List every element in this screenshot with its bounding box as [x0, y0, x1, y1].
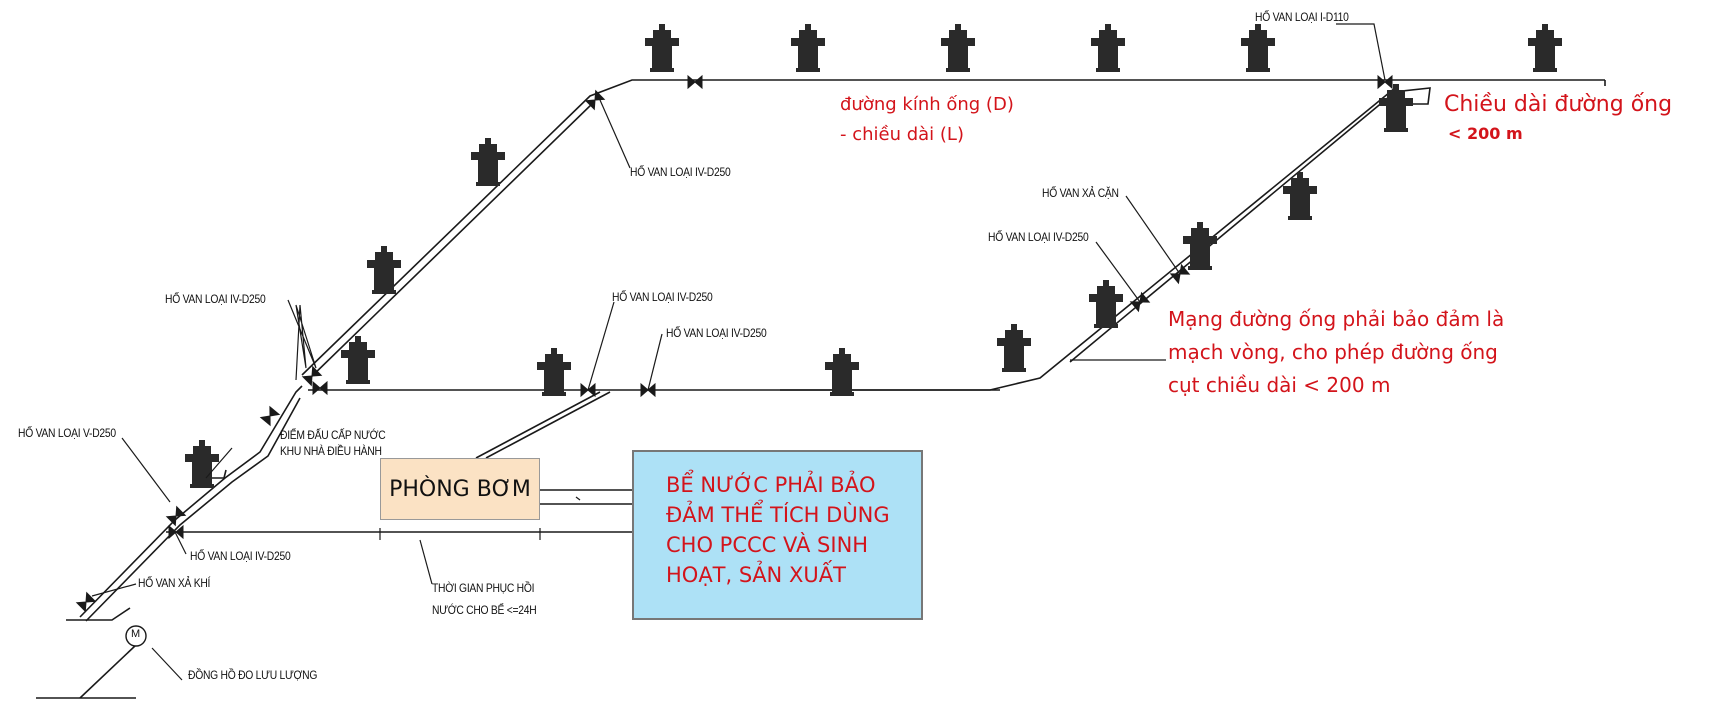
valve-symbols	[75, 74, 1393, 613]
label-recovery-1: THỜI GIAN PHỤC HỒI	[432, 581, 535, 595]
fire-hydrant-icon	[791, 24, 825, 72]
pipe-left-main-parallel	[85, 397, 301, 622]
pipe-upper-branch-parallel	[307, 101, 595, 381]
fire-hydrant-icon	[941, 24, 975, 72]
fire-hydrant-icon	[1183, 222, 1217, 270]
valve-icon	[259, 405, 281, 427]
valve-icon	[1377, 74, 1393, 90]
recovery-dimension	[379, 496, 581, 540]
fire-hydrant-icon	[537, 348, 571, 396]
fire-hydrant-icon	[1241, 24, 1275, 72]
label-connection-point-2: KHU NHÀ ĐIỀU HÀNH	[280, 444, 382, 458]
note-diameter-2: - chiều dài (L)	[840, 124, 964, 145]
pipe-right-branch-parallel	[1069, 95, 1391, 363]
valve-icon	[584, 89, 606, 111]
label-valve-bottom-iv: HỐ VAN LOẠI IV-D250	[190, 549, 291, 563]
valve-icon	[168, 524, 184, 540]
pipe-lines	[36, 79, 1606, 699]
pipe-left-main	[79, 385, 303, 618]
valve-icon	[75, 591, 97, 613]
label-valve-right-iv: HỐ VAN LOẠI IV-D250	[988, 230, 1089, 244]
flow-meter	[125, 625, 147, 647]
label-connection-point-1: ĐIỂM ĐẤU CẤP NƯỚC	[280, 428, 386, 442]
label-valve-mid-a: HỐ VAN LOẠI IV-D250	[612, 290, 713, 304]
fire-hydrant-icon	[997, 324, 1031, 372]
note-length-value: < 200 m	[1448, 124, 1523, 143]
fire-hydrant-icon	[1528, 24, 1562, 72]
pipe-pump-up-1	[475, 391, 601, 459]
water-tank-label: BỂ NƯỚC PHẢI BẢO ĐẢM THỂ TÍCH DÙNG CHO P…	[666, 473, 890, 587]
valve-icon	[687, 74, 703, 90]
label-valve-mid-b: HỐ VAN LOẠI IV-D250	[666, 326, 767, 340]
pipe-inlet	[66, 607, 131, 621]
water-tank-box: BỂ NƯỚC PHẢI BẢO ĐẢM THỂ TÍCH DÙNG CHO P…	[632, 450, 923, 620]
label-recovery-2: NƯỚC CHO BỂ <=24H	[432, 603, 537, 617]
note-network-1: Mạng đường ống phải bảo đảm là	[1168, 307, 1505, 331]
fire-hydrant-icon	[341, 336, 375, 384]
pipe-dead-end-stub	[1392, 87, 1431, 105]
fire-hydrant-icon	[1089, 280, 1123, 328]
label-flow-meter: ĐỒNG HỒ ĐO LƯU LƯỢNG	[188, 668, 318, 682]
note-diameter-1: đường kính ống (D)	[840, 94, 1014, 115]
pump-room-box: PHÒNG BƠM	[380, 458, 540, 520]
label-valve-top-mid: HỐ VAN LOẠI IV-D250	[630, 165, 731, 179]
fire-hydrant-icon	[825, 348, 859, 396]
label-valve-left-v: HỐ VAN LOẠI V-D250	[18, 426, 116, 440]
fire-hydrant-icon	[1091, 24, 1125, 72]
note-length-title: Chiều dài đường ống	[1444, 92, 1673, 117]
label-valve-top-right: HỐ VAN LOẠI I-D110	[1255, 10, 1349, 24]
note-network-3: cụt chiều dài < 200 m	[1168, 373, 1391, 397]
valve-icon	[301, 365, 323, 387]
fire-hydrant-icon	[645, 24, 679, 72]
meter-symbol: M	[131, 628, 141, 640]
pipe-meter-leg	[79, 644, 137, 699]
fire-hydrant-icon	[1379, 84, 1413, 132]
pipe-connection-hook	[210, 469, 227, 479]
fire-hydrant-icon	[471, 138, 505, 186]
fire-hydrant-icon	[1283, 172, 1317, 220]
label-valve-air: HỐ VAN XẢ KHÍ	[138, 576, 211, 590]
pipe-upper-branch	[301, 79, 1605, 376]
leader-lines	[91, 23, 1386, 681]
valve-icon	[165, 505, 187, 527]
fire-hydrant-icon	[367, 246, 401, 294]
fire-hydrants	[185, 24, 1562, 488]
pump-room-label: PHÒNG BƠM	[389, 476, 531, 502]
note-network-2: mạch vòng, cho phép đường ống	[1168, 340, 1498, 364]
label-valve-drain: HỐ VAN XẢ CẶN	[1042, 186, 1119, 200]
label-valve-left-upper: HỐ VAN LOẠI IV-D250	[165, 292, 266, 306]
valve-icon	[312, 380, 328, 396]
pipe-pump-up-2	[485, 391, 611, 459]
fire-hydrant-icon	[185, 440, 219, 488]
